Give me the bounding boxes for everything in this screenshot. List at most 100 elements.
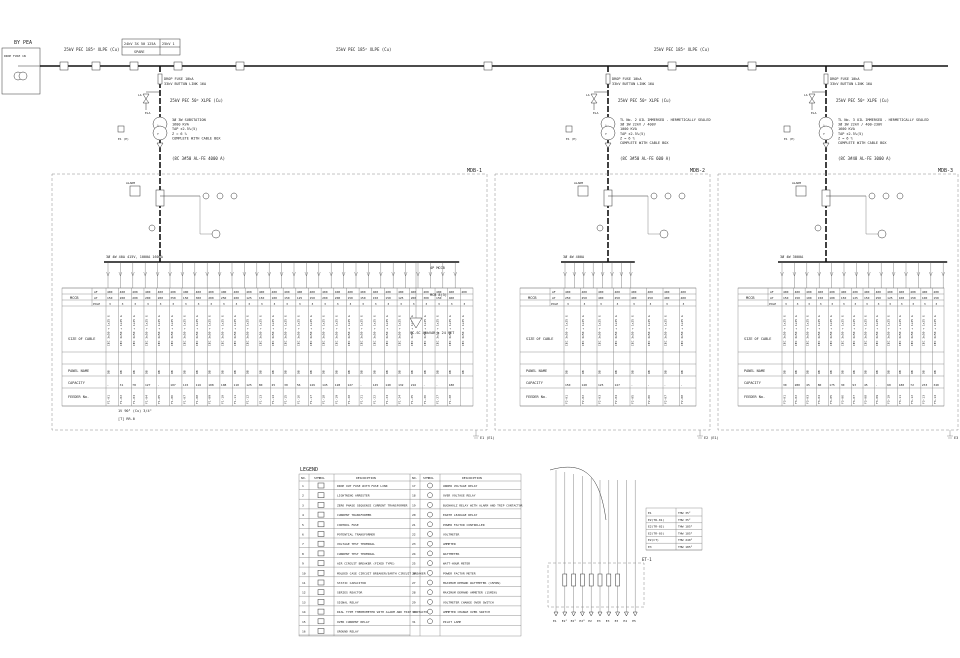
cell-pole: 3 [451, 302, 453, 306]
cell-feeder: F1-10 [220, 395, 224, 404]
cell-feeder: F2-02 [581, 395, 585, 404]
legend-no: 17 [412, 484, 416, 488]
cell-panel: DB [182, 370, 186, 374]
earth-terminal-label: E1 [553, 619, 557, 623]
cell-capacity: 149 [309, 383, 315, 387]
cell-pole: 3 [261, 302, 263, 306]
cell-cable: IEC 3x50 + 1x25 G [794, 315, 798, 346]
cell-capacity: 25 [272, 383, 276, 387]
legend-desc: CURRENT TEST TERMINAL [337, 552, 375, 556]
mccb-icon [867, 271, 871, 277]
cell-pole: 3 [400, 302, 402, 306]
legend-desc: BUCHHOLZ RELAY WITH ALARM AND TRIP CONTA… [443, 503, 523, 507]
drop-fuse-icon [823, 73, 829, 85]
cell-at: 125 [297, 296, 303, 300]
cell-cable: IEC 3x50 + 1x25 G [309, 315, 313, 346]
legend-no: 13 [302, 600, 306, 604]
earth-terminal-icon [579, 611, 585, 617]
legend-symbol-icon [317, 608, 325, 615]
hv-cable-label: 25kV PEC 50² XLPE (Cu) [170, 98, 223, 103]
cell-at: 100 [922, 296, 928, 300]
cell-at: 125 [852, 296, 858, 300]
transformer-spec-line: 1600 KVA [172, 123, 190, 127]
cell-at: 150 [360, 296, 366, 300]
cell-cable: IEC 3x50 + 1x25 G [360, 315, 364, 346]
cell-cable: IEC 3x50 + 1x25 G [806, 315, 810, 346]
mccb-icon [168, 271, 172, 277]
cell-capacity: 127 [145, 383, 151, 387]
cell-panel: DB [170, 370, 174, 374]
legend-symbol-icon [317, 511, 325, 518]
legend-symbol-icon [317, 618, 325, 625]
earth-rod-label: [T] RR-0 [118, 417, 135, 421]
cell-feeder: F1-23 [385, 395, 389, 404]
cell-at: 200 [145, 296, 151, 300]
legend-desc: POWER FACTOR METER [443, 571, 476, 575]
mccb-icon [403, 271, 408, 277]
earth-label: E3 (E1) [954, 436, 960, 440]
cell-panel: DB [647, 370, 651, 374]
drop-fuse-label: DROP FUSE 10kA [612, 77, 642, 81]
cell-at: 150 [864, 296, 870, 300]
cell-cable: IEC 3x50 + 1x25 G [195, 315, 199, 346]
cell-af: 400 [335, 290, 341, 294]
cell-pole: 3 [337, 302, 339, 306]
cell-at: 250 [876, 296, 882, 300]
mccb-icon [619, 271, 624, 277]
cell-cable: IEC 3x50 + 1x25 G [910, 315, 914, 346]
cell-capacity: 145 [373, 383, 379, 387]
row-label-mccb: MCCB [70, 296, 78, 300]
cell-at: 150 [385, 296, 391, 300]
legend-desc: AMMETER CHANGE OVER SWITCH [443, 610, 490, 614]
cell-capacity: 280 [795, 383, 801, 387]
legend-symbol-icon [317, 521, 325, 528]
legend-desc: MAXIMUM DEMAND WATTMETER (15MIN) [443, 581, 501, 585]
cell-af: 400 [107, 290, 113, 294]
mccb-icon [304, 271, 309, 277]
cell-cable: IEC 3x50 + 1x25 G [631, 315, 635, 346]
cell-feeder: F3-01 [783, 395, 787, 404]
drop-fuse-icon [157, 73, 163, 85]
cell-af: 400 [170, 290, 176, 294]
legend-no: 5 [302, 523, 304, 527]
cell-feeder: F1-03 [132, 395, 136, 404]
delta-winding-icon: △ [605, 123, 607, 127]
cell-at: 125 [398, 296, 404, 300]
cell-cable: IEC 3x50 + 1x25 G [246, 315, 250, 346]
mccb-icon [416, 271, 420, 277]
legend-desc: WATT-HOUR METER [443, 562, 470, 566]
cell-capacity: 108 [221, 383, 227, 387]
cell-af: 400 [582, 290, 588, 294]
cell-panel: DB [910, 370, 914, 374]
cell-at: 150 [373, 296, 379, 300]
earth-label: ELA [593, 111, 599, 115]
cell-pole: 3 [425, 302, 427, 306]
drop-fuse-label: DROP FUSE 10kA [830, 77, 860, 81]
cell-panel: DB [347, 370, 351, 374]
cell-panel: DB [296, 370, 300, 374]
legend-no: 6 [302, 533, 304, 537]
row-label-capacity: CAPACITY [526, 381, 544, 385]
cell-af: 400 [899, 290, 905, 294]
cell-feeder: F1-24 [398, 395, 402, 404]
cell-pole: 3 [147, 302, 149, 306]
cell-at: 250 [582, 296, 588, 300]
cell-at: 150 [309, 296, 315, 300]
cell-cable: IEC 3x50 + 1x25 G [144, 315, 148, 346]
cell-at: 200 [132, 296, 138, 300]
cell-pole: 3 [889, 302, 891, 306]
cell-panel: DB [334, 370, 338, 374]
cell-af: 400 [411, 290, 417, 294]
mccb-icon [582, 271, 586, 277]
cell-cable: IEC 3x50 + 1x25 G [423, 315, 427, 346]
cell-af: 400 [681, 290, 687, 294]
mccb-icon [428, 271, 433, 277]
cell-cable: IEC 3x50 + 1x25 G [157, 315, 161, 346]
incoming-supply: BY PEA DROP FUSE 1N [1, 40, 41, 95]
transformer-spec-line: TL No. 3 OIL IMMERSED - HERMETICALLY SEA… [838, 118, 929, 122]
legend-desc: DROP OUT FUSE WITH FUSE LINK [337, 484, 388, 488]
row-label-feeder: FEEDER No. [68, 395, 89, 399]
